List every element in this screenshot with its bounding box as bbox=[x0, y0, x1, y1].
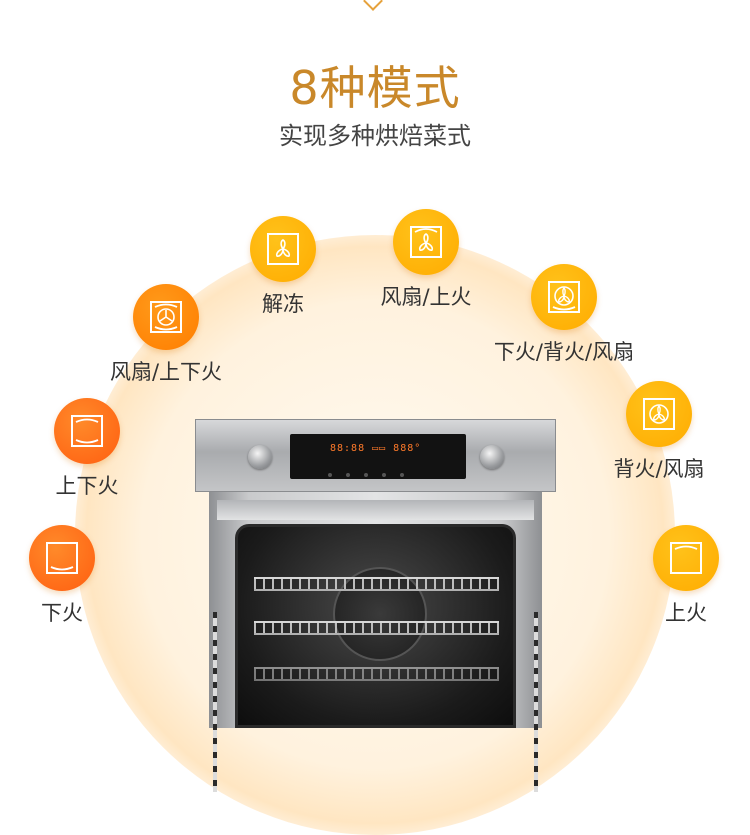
oven-rack bbox=[254, 621, 499, 635]
fan-top-bottom-heat-icon bbox=[133, 284, 199, 350]
bottom-back-heat-fan-icon bbox=[531, 264, 597, 330]
mode-back-heat-fan: 背火/风扇 bbox=[584, 381, 734, 483]
page-subtitle: 实现多种烘焙菜式 bbox=[279, 122, 471, 150]
mode-top-heat: 上火 bbox=[611, 525, 750, 627]
back-heat-fan-icon bbox=[626, 381, 692, 447]
oven-control-panel: 88:88 ▭▭ 888° bbox=[195, 419, 556, 496]
mode-label: 解冻 bbox=[262, 292, 304, 316]
page-title: 8种模式 bbox=[289, 61, 461, 115]
mode-label: 上下火 bbox=[55, 474, 119, 498]
oven-image: 88:88 ▭▭ 888° bbox=[195, 419, 556, 792]
oven-side-rail bbox=[534, 612, 538, 792]
mode-label: 下火 bbox=[41, 601, 83, 625]
mode-label: 背火/风扇 bbox=[613, 457, 705, 481]
oven-display-readout: 88:88 ▭▭ 888° bbox=[330, 443, 422, 454]
top-bottom-heat-icon bbox=[54, 398, 120, 464]
oven-door-frame bbox=[217, 500, 534, 520]
oven-rack bbox=[254, 577, 499, 591]
mode-label: 上火 bbox=[665, 601, 707, 625]
mode-top-bottom-heat: 上下火 bbox=[12, 398, 162, 500]
mode-fan-top-heat: 风扇/上火 bbox=[351, 209, 501, 311]
mode-bottom-heat: 下火 bbox=[0, 525, 137, 627]
oven-knob-left bbox=[248, 445, 272, 469]
mode-defrost: 解冻 bbox=[208, 216, 358, 318]
mode-label: 风扇/上火 bbox=[380, 285, 472, 309]
mode-label: 下火/背火/风扇 bbox=[493, 340, 635, 364]
defrost-fan-icon bbox=[250, 216, 316, 282]
oven-touch-buttons bbox=[328, 462, 428, 496]
oven-knob-right bbox=[480, 445, 504, 469]
oven-body bbox=[209, 492, 542, 792]
mode-bottom-back-heat-fan: 下火/背火/风扇 bbox=[489, 264, 639, 366]
oven-display: 88:88 ▭▭ 888° bbox=[290, 434, 466, 496]
mode-label: 风扇/上下火 bbox=[109, 360, 223, 384]
oven-side-rail bbox=[213, 612, 217, 792]
bottom-heat-icon bbox=[29, 525, 95, 591]
mode-fan-top-bottom-heat: 风扇/上下火 bbox=[91, 284, 241, 386]
chevron-down-icon bbox=[363, 0, 383, 11]
fan-top-heat-icon bbox=[393, 209, 459, 275]
top-heat-icon bbox=[653, 525, 719, 591]
oven-rack bbox=[254, 667, 499, 681]
oven-cavity bbox=[235, 524, 516, 728]
